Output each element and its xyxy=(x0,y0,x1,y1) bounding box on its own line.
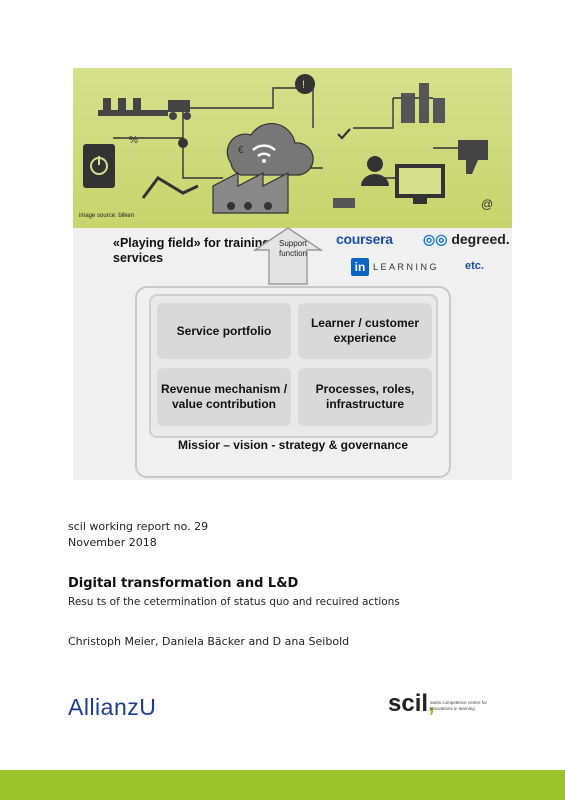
report-series: scil working report no. 29 xyxy=(68,520,209,533)
cloud-wifi-icon xyxy=(226,123,314,176)
power-icon xyxy=(83,144,115,188)
footer-green-bar xyxy=(0,770,565,800)
service-portfolio-cell: Service portfolio xyxy=(157,303,291,359)
report-title: Digital transformation and L&D xyxy=(68,576,299,591)
degreed-text: degreed. xyxy=(451,231,510,247)
playing-field-label: «Playing field» for training services xyxy=(113,236,270,265)
computer-icon xyxy=(395,164,445,204)
svg-text:@: @ xyxy=(481,197,493,211)
cover-figure: % € @ ! image source: bilken «Playing fi… xyxy=(73,68,512,480)
report-subtitle: Resu ts of the cetermination of status q… xyxy=(68,596,400,608)
linkedin-learning-text: LEARNING xyxy=(373,262,440,272)
dimensions-frame: Service portfolio Learner / customer exp… xyxy=(149,294,438,438)
svg-text:!: ! xyxy=(302,79,305,91)
thumbs-down-icon xyxy=(458,140,488,174)
digital-illustration-banner: % € @ ! image source: bilken xyxy=(73,68,512,228)
scil-logo-text: scil xyxy=(388,690,429,717)
illustration-icons: % € @ ! xyxy=(83,74,493,214)
scil-comma-icon: , xyxy=(428,690,435,717)
report-date: November 2018 xyxy=(68,536,157,549)
worker-icon xyxy=(361,156,389,186)
governance-frame: Service portfolio Learner / customer exp… xyxy=(135,286,451,478)
svg-text:€: € xyxy=(238,145,244,156)
coursera-logo: coursera xyxy=(336,231,393,247)
report-authors: Christoph Meier, Daniela Bäcker and D an… xyxy=(68,635,350,648)
allianz-u-logo: AllianzU xyxy=(68,694,157,720)
mission-label: Missior – vision - strategy & governance xyxy=(177,438,409,452)
glasses-icon: ◎◎ xyxy=(423,231,452,247)
learner-experience-cell: Learner / customer experience xyxy=(298,303,432,359)
conveyor-icon xyxy=(98,98,191,120)
processes-cell: Processes, roles, infrastructure xyxy=(298,368,432,426)
factory-icon xyxy=(212,172,289,214)
degreed-logo: ◎◎ degreed. xyxy=(423,231,510,248)
etc-label: etc. xyxy=(465,260,484,272)
scil-logo: scil, xyxy=(388,690,435,718)
robot-arm-icon xyxy=(141,176,199,199)
support-arrow-icon xyxy=(252,227,324,285)
industry-icon xyxy=(401,83,445,123)
image-source-caption: image source: bilken xyxy=(79,213,135,219)
linkedin-icon: in xyxy=(351,258,369,276)
revenue-mechanism-cell: Revenue mechanism / value contribution xyxy=(157,368,291,426)
svg-text:%: % xyxy=(129,135,138,146)
linkedin-learning-logo: in LEARNING xyxy=(351,258,439,276)
support-function-label: Support function xyxy=(278,239,308,258)
scil-tagline: swiss competence centre for innovations … xyxy=(430,700,488,711)
